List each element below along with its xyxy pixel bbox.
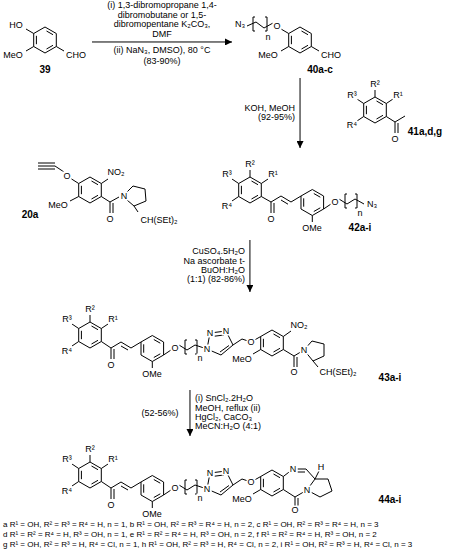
atom-label: MeO	[2, 51, 24, 60]
reaction-arrow	[300, 78, 301, 148]
compound-number: 39	[38, 65, 51, 75]
atom-label: CH(SEt)₂	[319, 368, 358, 377]
reagent-text: (52-56%)	[140, 409, 179, 418]
compound-number: 20a	[21, 210, 40, 220]
reagent-text: KOH, MeOH (92-95%)	[237, 104, 295, 123]
atom-label: n	[196, 354, 203, 363]
atom-label: R²	[244, 160, 256, 169]
atom-label: O	[105, 215, 114, 224]
footnote: g R¹ = OH, R² = R³ = H, R⁴ = Cl, n = 1, …	[3, 541, 412, 549]
atom-label: N₃	[234, 20, 246, 29]
atom-label: R¹	[267, 170, 279, 179]
atom-label: CH(SEt)₂	[140, 216, 179, 225]
compound-42	[232, 170, 364, 222]
atom-label: OMe	[141, 370, 163, 379]
reagent-text: (83-90%)	[142, 57, 181, 66]
atom-label: O	[170, 344, 179, 353]
atom-label: R⁴	[61, 487, 73, 496]
atom-label: N	[289, 465, 298, 474]
atom-label: R⁴	[221, 202, 233, 211]
atom-label: O	[106, 501, 115, 510]
atom-label: O	[246, 338, 255, 347]
atom-label: N	[222, 327, 231, 336]
compound-number: 41a,d,g	[407, 127, 443, 137]
atom-label: NO₂	[107, 168, 126, 177]
compound-region: 43a-i	[4, 292, 450, 390]
reaction-arrow	[249, 240, 250, 292]
atom-label: R¹	[107, 455, 119, 464]
reagent-text: (i) SnCl₂.2H₂O MeOH, reflux (ii) HgCl₂, …	[195, 394, 283, 432]
atom-label: O	[289, 368, 298, 377]
atom-label: N	[206, 469, 215, 478]
atom-label: MeO	[47, 201, 69, 210]
atom-label: NO₂	[290, 321, 309, 330]
atom-label: n	[264, 33, 271, 42]
atom-label: N₃	[366, 200, 378, 209]
atom-label: OMe	[141, 510, 163, 519]
atom-label: O	[170, 484, 179, 493]
atom-label: N	[222, 467, 231, 476]
atom-label: N	[206, 329, 215, 338]
atom-label: O	[272, 22, 281, 31]
compound-region: 40a-c	[232, 2, 352, 78]
atom-label: HO	[8, 21, 24, 30]
atom-label: MeO	[257, 51, 279, 60]
atom-label: R²	[84, 305, 96, 314]
footnote: a R¹ = OH, R² = R³ = R⁴ = H, n = 1, b R¹…	[3, 521, 379, 529]
atom-label: R⁴	[346, 121, 358, 130]
atom-label: N	[300, 346, 309, 355]
atom-label: O	[246, 478, 255, 487]
atom-label: R³	[346, 91, 358, 100]
compound-39	[26, 27, 64, 53]
atom-label: R³	[221, 170, 233, 179]
reaction-arrow	[92, 41, 232, 42]
atom-label: R³	[61, 455, 73, 464]
atom-label: R¹	[107, 315, 119, 324]
reaction-arrow	[189, 390, 190, 436]
atom-label: CHO	[320, 51, 342, 60]
compound-number: 44a-i	[378, 495, 403, 505]
atom-label: N	[203, 485, 212, 494]
atom-label: n	[196, 494, 203, 503]
atom-label: O	[266, 215, 275, 224]
atom-label: O	[330, 198, 339, 207]
atom-label: R²	[369, 80, 381, 89]
atom-label: MeO	[231, 495, 253, 504]
atom-label: N	[303, 486, 312, 495]
compound-40	[247, 17, 319, 53]
atom-label: R⁴	[61, 347, 73, 356]
atom-label: O	[62, 172, 71, 181]
atom-label: n	[356, 209, 363, 218]
atom-label: N	[120, 192, 129, 201]
compound-41	[357, 90, 405, 133]
compound-region: 44a-i	[4, 436, 450, 520]
atom-label: MeO	[231, 355, 253, 364]
atom-label: R³	[61, 315, 73, 324]
compound-region: 39	[2, 2, 92, 78]
reagent-text: (i) 1,3-dibromopropane 1,4-dibromobutane…	[103, 1, 221, 39]
compound-number: 43a-i	[378, 373, 403, 383]
reagent-text: CuSO₄.5H₂O Na ascorbate t-BuOH:H₂O (1:1)…	[181, 247, 245, 285]
atom-label: O	[390, 135, 399, 144]
atom-label: H	[317, 463, 326, 472]
atom-label: O	[290, 506, 299, 515]
atom-label: OMe	[301, 224, 323, 233]
reagent-text: (ii) NaN₃, DMSO), 80 °C	[113, 46, 212, 55]
atom-label: N	[203, 345, 212, 354]
atom-label: CHO	[65, 51, 87, 60]
atom-label: R¹	[392, 91, 404, 100]
atom-label: R²	[84, 445, 96, 454]
compound-number: 40a-c	[306, 65, 334, 75]
footnote: d R¹ = R² = R⁴ = H, R³ = OH, n = 1, e R¹…	[3, 531, 377, 539]
compound-20a	[38, 163, 146, 213]
compound-number: 42a-i	[348, 223, 373, 233]
atom-label: O	[106, 361, 115, 370]
